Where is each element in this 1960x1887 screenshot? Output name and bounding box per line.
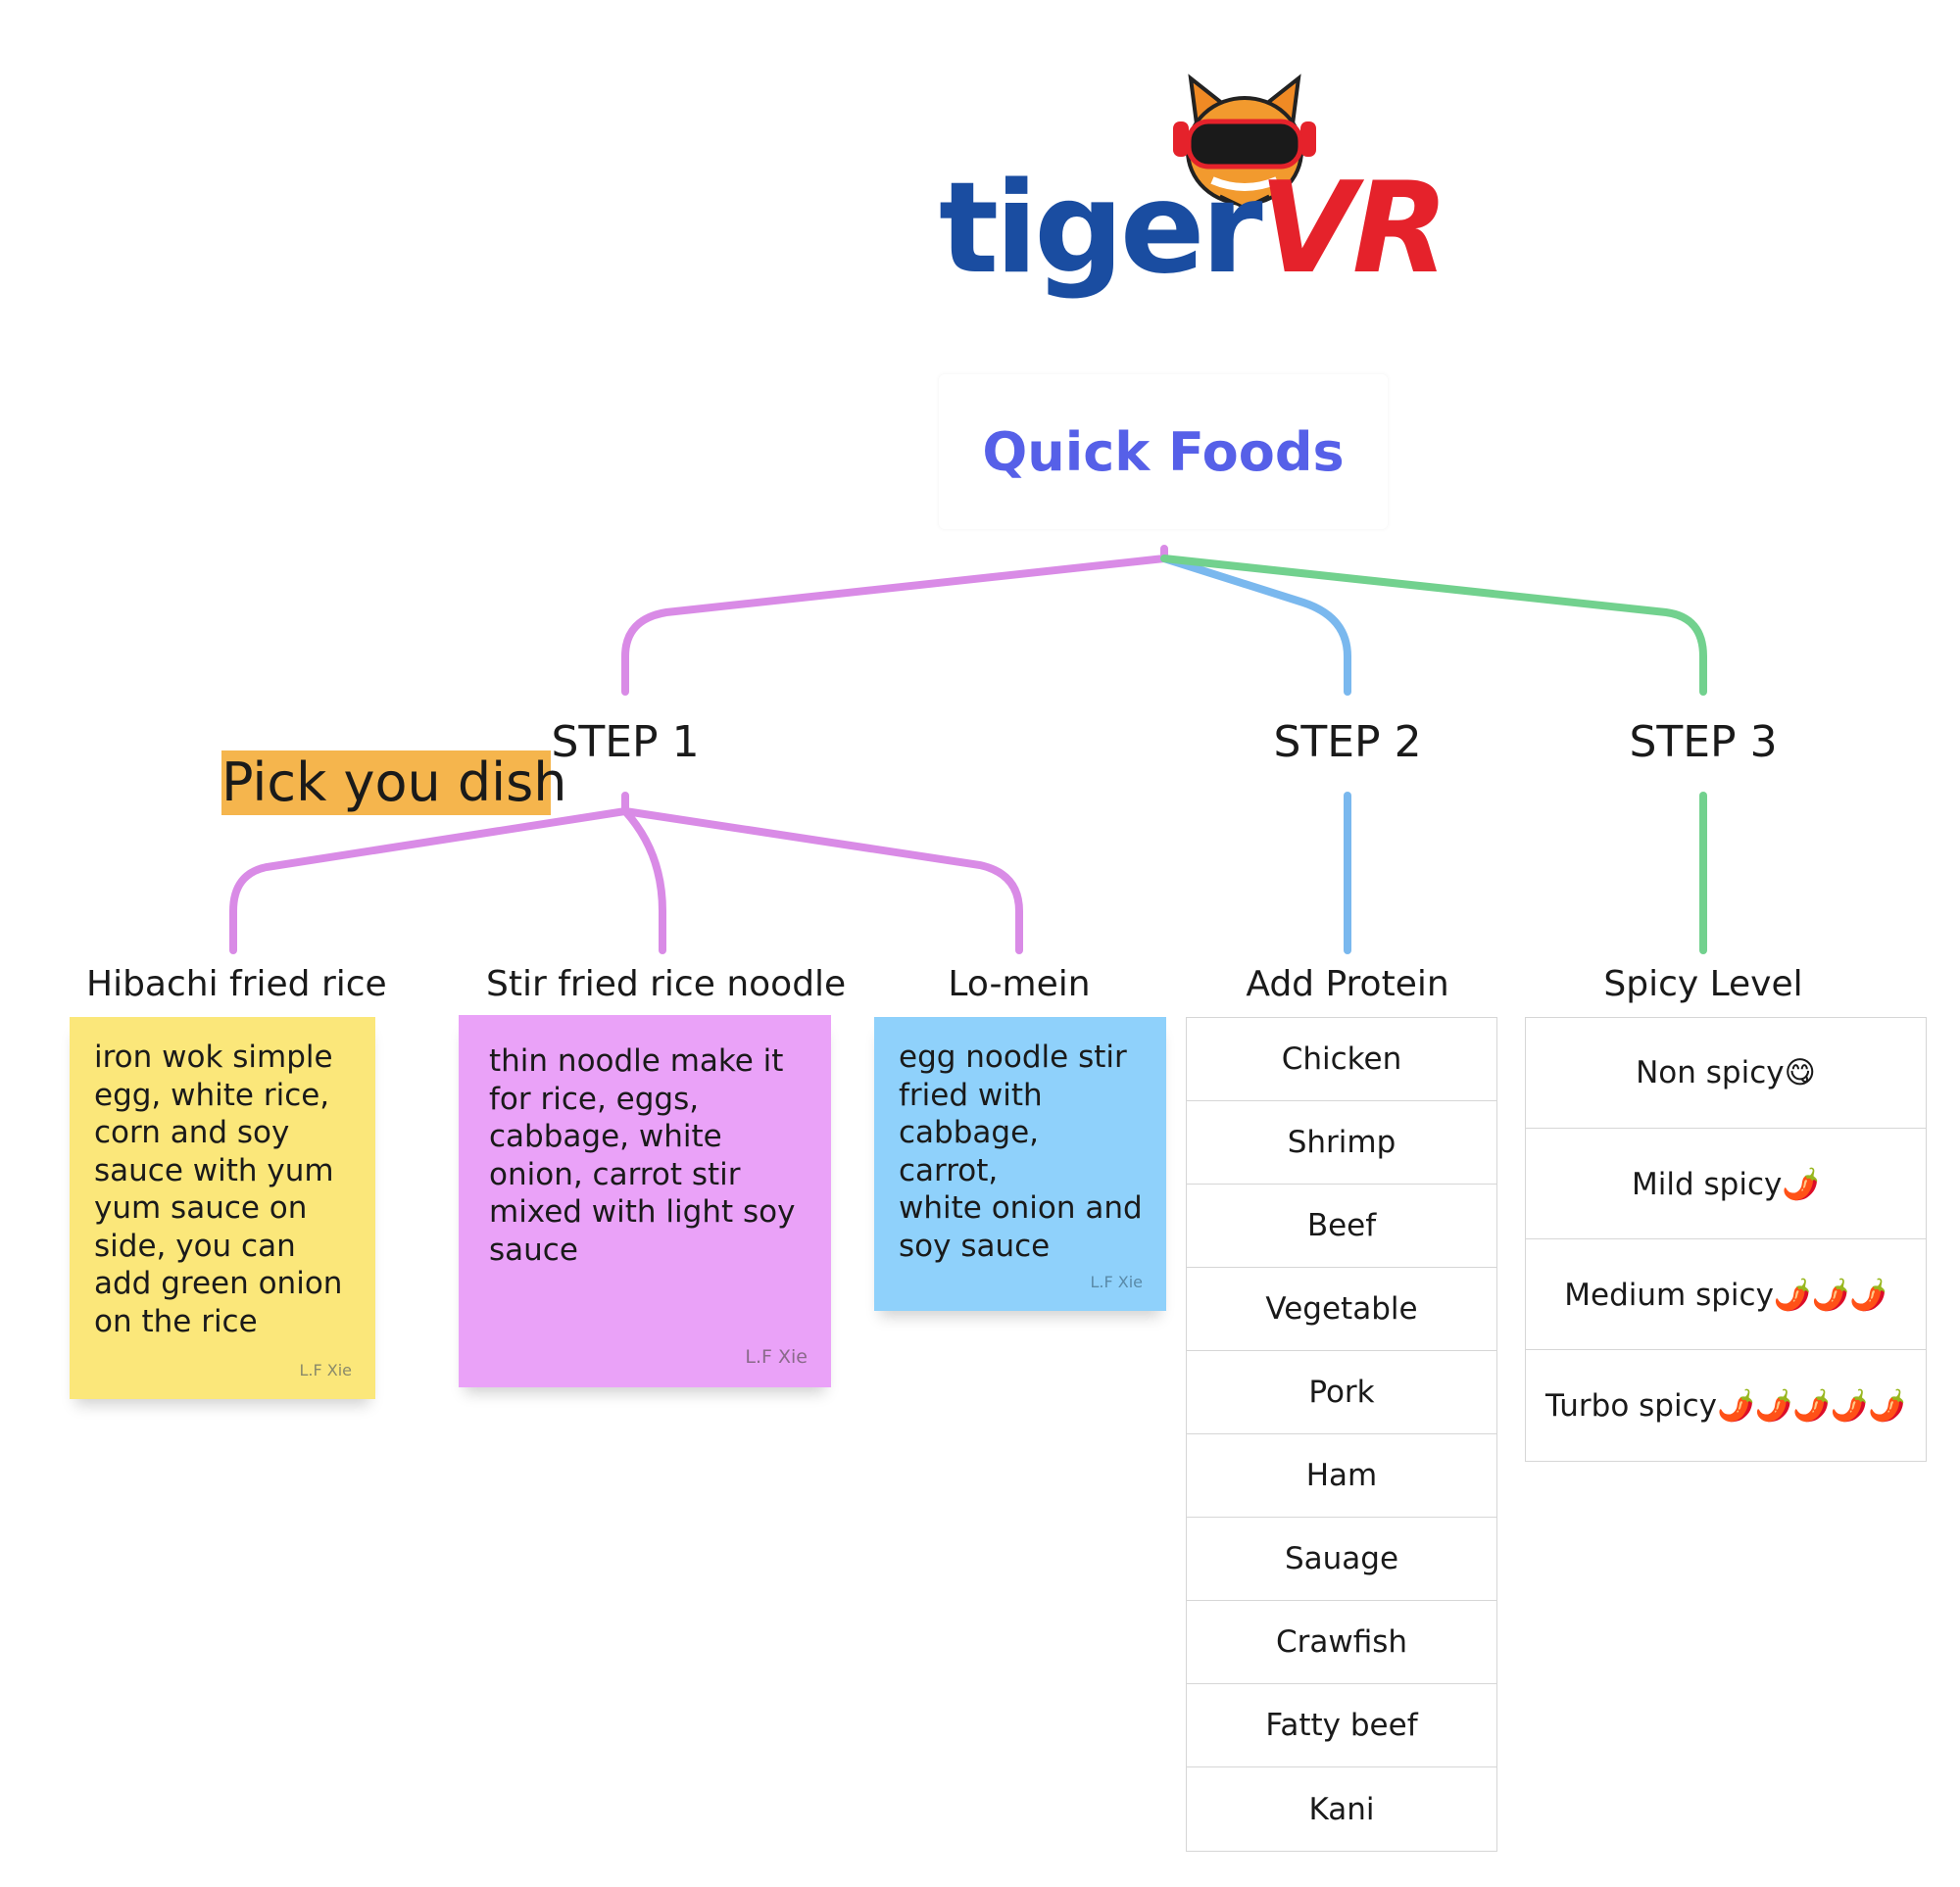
dish-title-lo-mein: Lo-mein bbox=[948, 964, 1091, 1004]
brand-logo: tigerVR bbox=[939, 167, 1448, 292]
connector-step1-noodle bbox=[621, 807, 666, 954]
sticky-note-lo-mein[interactable]: egg noodle stir fried with cabbage, carr… bbox=[874, 1017, 1166, 1311]
protein-option[interactable]: Vegetable bbox=[1187, 1268, 1496, 1351]
protein-list: Chicken Shrimp Beef Vegetable Pork Ham S… bbox=[1186, 1017, 1497, 1852]
sticky-note-author: L.F Xie bbox=[299, 1361, 352, 1379]
protein-option[interactable]: Shrimp bbox=[1187, 1101, 1496, 1185]
protein-option[interactable]: Beef bbox=[1187, 1185, 1496, 1268]
sticky-note-author: L.F Xie bbox=[745, 1346, 808, 1368]
protein-option[interactable]: Fatty beef bbox=[1187, 1684, 1496, 1767]
spicy-option[interactable]: Medium spicy🌶️🌶️🌶️ bbox=[1526, 1239, 1926, 1350]
spicy-option[interactable]: Non spicy😋 bbox=[1526, 1018, 1926, 1129]
connector-root-step1 bbox=[621, 545, 1168, 696]
connector-root-step3 bbox=[1160, 555, 1707, 696]
spicy-option[interactable]: Mild spicy🌶️ bbox=[1526, 1129, 1926, 1239]
protein-option[interactable]: Crawfish bbox=[1187, 1601, 1496, 1684]
connector-step1-lomein bbox=[621, 807, 1023, 954]
brand-name-vr: VR bbox=[1258, 156, 1449, 302]
step-2-label: STEP 2 bbox=[1273, 717, 1422, 767]
sticky-note-text: egg noodle stir fried with cabbage, carr… bbox=[899, 1040, 1143, 1264]
protein-option[interactable]: Sauage bbox=[1187, 1518, 1496, 1601]
tiger-mascot-icon bbox=[1173, 73, 1316, 210]
protein-option[interactable]: Kani bbox=[1308, 1791, 1375, 1827]
root-title: Quick Foods bbox=[982, 420, 1345, 483]
spicy-title: Spicy Level bbox=[1603, 964, 1803, 1004]
protein-option[interactable]: Pork bbox=[1187, 1351, 1496, 1434]
sticky-note-text: thin noodle make it for rice, eggs, cabb… bbox=[489, 1043, 796, 1268]
sticky-note-hibachi[interactable]: iron wok simple egg, white rice, corn an… bbox=[70, 1017, 375, 1399]
dish-title-hibachi: Hibachi fried rice bbox=[86, 964, 387, 1004]
sticky-note-text: iron wok simple egg, white rice, corn an… bbox=[94, 1040, 343, 1339]
root-card: Quick Foods bbox=[939, 374, 1388, 529]
connector-step1-hibachi bbox=[229, 792, 629, 954]
dish-title-rice-noodle: Stir fried rice noodle bbox=[486, 964, 847, 1004]
step-3-label: STEP 3 bbox=[1629, 717, 1778, 767]
sticky-note-author: L.F Xie bbox=[1090, 1273, 1143, 1291]
spicy-list: Non spicy😋 Mild spicy🌶️ Medium spicy🌶️🌶️… bbox=[1525, 1017, 1927, 1462]
step-1-label: STEP 1 bbox=[551, 717, 700, 767]
pick-dish-tag: Pick you dish bbox=[221, 750, 567, 815]
protein-option[interactable]: Ham bbox=[1187, 1434, 1496, 1518]
protein-title: Add Protein bbox=[1246, 964, 1449, 1004]
brand-name-tiger: tiger bbox=[939, 156, 1263, 302]
protein-option[interactable]: Chicken bbox=[1187, 1018, 1496, 1101]
connector-root-step2 bbox=[1160, 555, 1351, 696]
sticky-note-rice-noodle[interactable]: thin noodle make it for rice, eggs, cabb… bbox=[459, 1015, 831, 1387]
spicy-option[interactable]: Turbo spicy🌶️🌶️🌶️🌶️🌶️ bbox=[1545, 1388, 1906, 1424]
